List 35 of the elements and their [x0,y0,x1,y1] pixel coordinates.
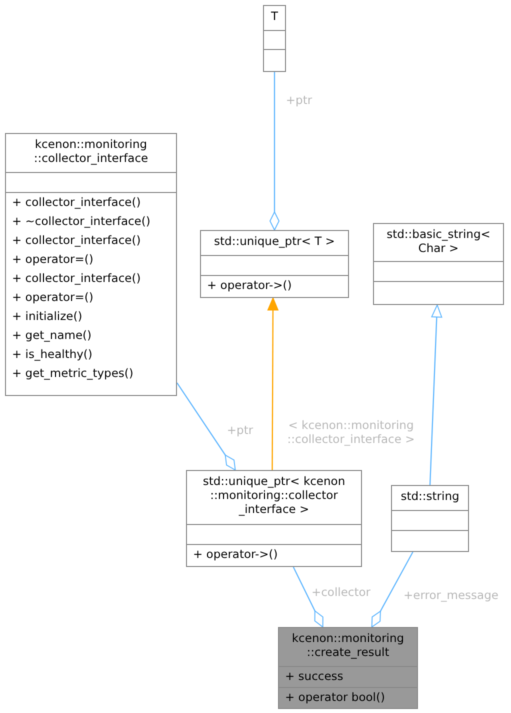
class-box [200,230,349,298]
class-name: std::unique_ptr< T > [213,233,336,250]
class-name: kcenon::monitoring ::create_result [290,630,406,661]
class-name: std::unique_ptr< kcenon ::monitoring::collector _interface > [202,473,346,518]
method: + collector_interface() [11,194,142,211]
method: + ~collector_interface() [11,213,152,230]
arrow [267,298,278,470]
aggregation-connector [176,382,236,470]
arrow [429,304,442,486]
class-name: T [270,8,280,25]
class-box [263,5,286,72]
method: + collector_interface() [11,270,142,287]
class-box [391,485,469,552]
class-box [373,223,504,305]
aggregation-connector [292,566,324,628]
method: + get_name() [11,327,93,344]
method: + initialize() [11,308,84,325]
class-box [278,627,418,709]
class-box [5,133,177,396]
method: + operator->() [192,546,279,563]
method: + operator=() [11,251,94,268]
method: + is_healthy() [11,346,94,363]
aggregation-connector [371,552,414,628]
method: + operator->() [206,277,293,294]
class-name: kcenon::monitoring ::collector_interface [32,136,150,167]
class-name: std::string [400,488,460,505]
method: + operator=() [11,289,94,306]
class-name: std::basic_string< Char > [386,226,492,257]
method: + get_metric_types() [11,365,134,382]
attribute: + success [284,668,344,685]
method: + operator bool() [284,689,386,706]
edge-label: +collector [311,585,371,599]
method: + collector_interface() [11,232,142,249]
class-box [186,470,362,567]
aggregation-connector [270,72,280,230]
